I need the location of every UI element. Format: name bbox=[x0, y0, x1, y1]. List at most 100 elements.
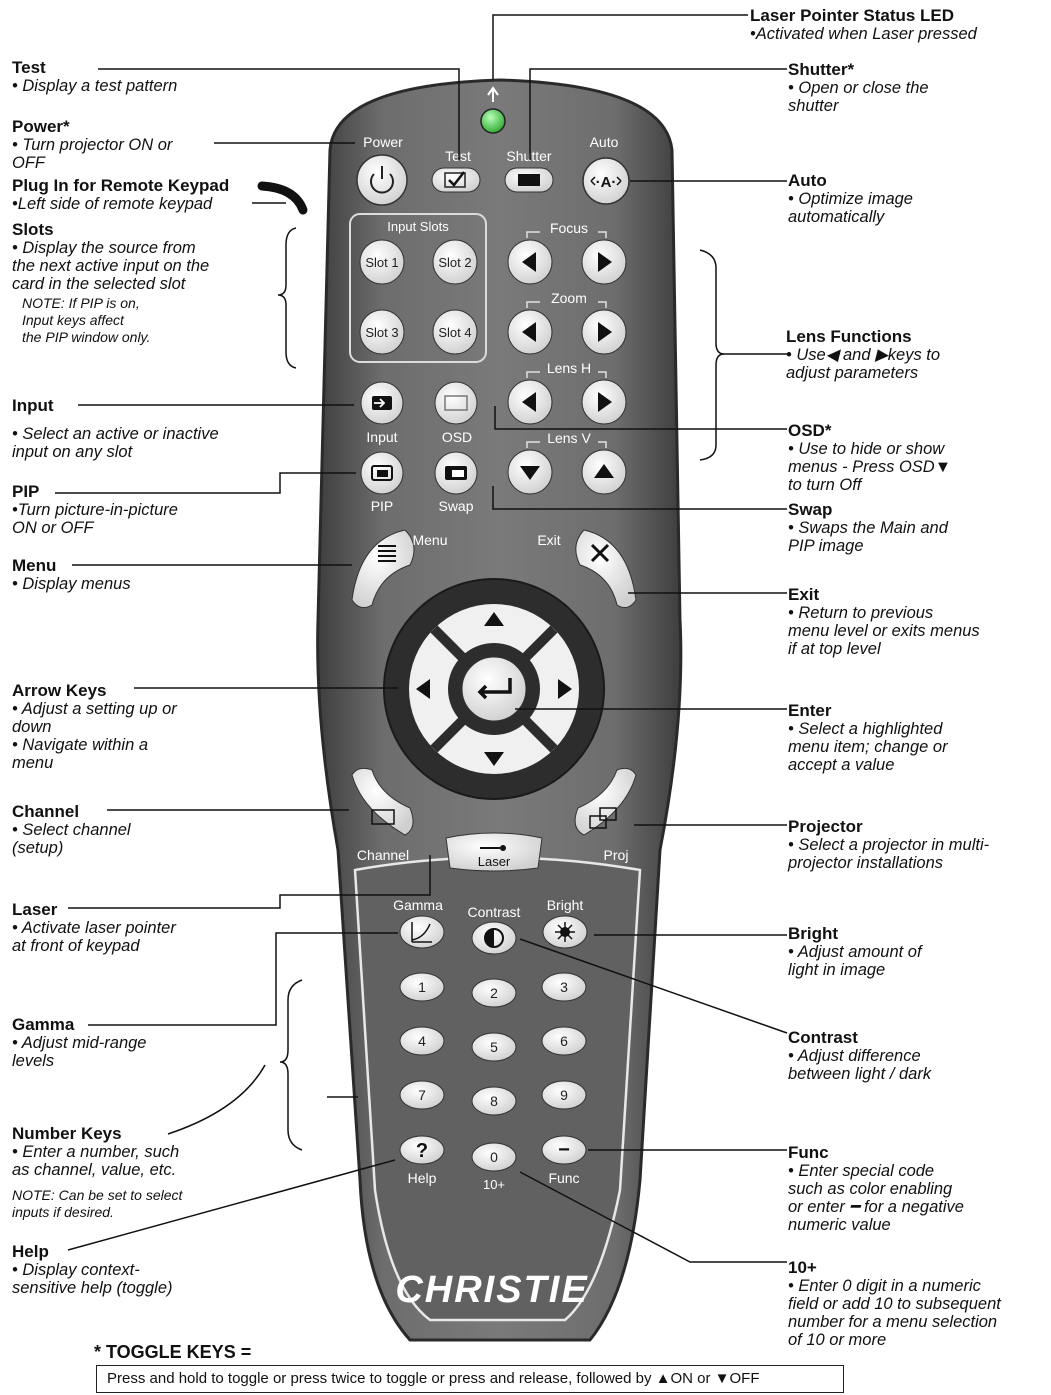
callout-desc: • Enter a number, such as channel, value… bbox=[12, 1143, 180, 1179]
lens-h-right-button[interactable] bbox=[581, 379, 627, 425]
lens-v-down-button[interactable] bbox=[507, 449, 553, 495]
help-button[interactable]: ? bbox=[399, 1135, 445, 1165]
dpad-right-button[interactable] bbox=[558, 679, 572, 699]
callout-power: Power*• Turn projector ON or OFF bbox=[12, 117, 232, 172]
func-key-label: Func bbox=[548, 1170, 579, 1186]
callout-lens-functions: Lens Functions• Use◀ and ▶keys to adjust… bbox=[786, 327, 1046, 382]
callout-title: Number Keys bbox=[12, 1124, 122, 1143]
callout-title: Gamma bbox=[12, 1015, 75, 1034]
osd-button[interactable] bbox=[434, 381, 478, 425]
osd-key-label: OSD bbox=[442, 429, 472, 445]
slot2-button[interactable]: Slot 2 bbox=[432, 239, 478, 285]
channel-button[interactable] bbox=[351, 767, 414, 836]
number-key-1[interactable]: 1 bbox=[399, 972, 445, 1002]
callout-desc: • Display a test pattern bbox=[12, 77, 178, 95]
callout-title: Test bbox=[12, 58, 46, 77]
focus-right-button[interactable] bbox=[581, 239, 627, 285]
slot1-button[interactable]: Slot 1 bbox=[359, 239, 405, 285]
callout-title: Exit bbox=[788, 585, 820, 604]
contrast-button[interactable] bbox=[471, 921, 517, 955]
focus-left-button[interactable] bbox=[507, 239, 553, 285]
callout-desc: • Display the source from the next activ… bbox=[12, 239, 210, 293]
test-button[interactable] bbox=[431, 167, 481, 193]
number-key-4[interactable]: 4 bbox=[399, 1026, 445, 1056]
callout-desc: • Optimize image automatically bbox=[788, 190, 913, 226]
auto-button[interactable]: ·A· bbox=[582, 157, 630, 205]
callout-title: Slots bbox=[12, 220, 54, 239]
dpad-up-button[interactable] bbox=[484, 612, 504, 626]
right-arrow-icon bbox=[598, 252, 612, 272]
pip-button[interactable] bbox=[360, 451, 404, 495]
callout-enter: Enter• Select a highlighted menu item; c… bbox=[788, 701, 1048, 774]
help-icon: ? bbox=[416, 1140, 428, 1162]
number-key-label: 4 bbox=[418, 1033, 426, 1049]
number-key-label: 5 bbox=[490, 1039, 498, 1055]
lens-v-up-button[interactable] bbox=[581, 449, 627, 495]
callout-desc: • Use to hide or show menus - Press OSD▼… bbox=[788, 440, 952, 494]
number-key-6[interactable]: 6 bbox=[541, 1026, 587, 1056]
bright-button[interactable] bbox=[542, 915, 588, 949]
power-button[interactable] bbox=[356, 154, 408, 206]
callout-desc: • Adjust amount of light in image bbox=[788, 943, 922, 979]
left-arrow-icon bbox=[522, 252, 536, 272]
number-key-9[interactable]: 9 bbox=[541, 1080, 587, 1110]
ten-plus-label: 10+ bbox=[483, 1177, 505, 1192]
callout-title: Laser bbox=[12, 900, 58, 919]
slot4-label: Slot 4 bbox=[438, 325, 471, 340]
power-key-label: Power bbox=[363, 134, 403, 150]
callout-swap: Swap• Swaps the Main and PIP image bbox=[788, 500, 1048, 555]
number-key-0[interactable]: 0 bbox=[471, 1142, 517, 1172]
number-key-8[interactable]: 8 bbox=[471, 1086, 517, 1116]
swap-button[interactable] bbox=[434, 451, 478, 495]
callout-title: Auto bbox=[788, 171, 827, 190]
callout-desc: • Use◀ and ▶keys to adjust parameters bbox=[786, 346, 941, 382]
number-key-label: 1 bbox=[418, 979, 426, 995]
number-key-2[interactable]: 2 bbox=[471, 978, 517, 1008]
number-key-label: 9 bbox=[560, 1087, 568, 1103]
slot3-button[interactable]: Slot 3 bbox=[359, 309, 405, 355]
callout-title: Shutter* bbox=[788, 60, 855, 79]
dpad-down-button[interactable] bbox=[484, 752, 504, 766]
callout-title: Plug In for Remote Keypad bbox=[12, 176, 230, 195]
number-key-7[interactable]: 7 bbox=[399, 1080, 445, 1110]
dpad-left-button[interactable] bbox=[416, 679, 430, 699]
input-button[interactable] bbox=[360, 381, 404, 425]
leader-lines bbox=[55, 14, 788, 1263]
callout-ten-plus: 10+• Enter 0 digit in a numeric field or… bbox=[788, 1258, 1050, 1349]
test-key-label: Test bbox=[445, 148, 471, 164]
bright-key-label: Bright bbox=[547, 897, 584, 913]
shutter-button[interactable] bbox=[504, 167, 554, 193]
menu-button[interactable] bbox=[351, 529, 415, 609]
func-button[interactable]: − bbox=[541, 1135, 587, 1165]
zoom-right-button[interactable] bbox=[581, 309, 627, 355]
up-arrow-icon bbox=[594, 464, 614, 478]
number-key-3[interactable]: 3 bbox=[541, 972, 587, 1002]
left-arrow-icon bbox=[522, 322, 536, 342]
number-key-5[interactable]: 5 bbox=[471, 1032, 517, 1062]
exit-button[interactable] bbox=[575, 529, 637, 609]
callout-desc: •Activated when Laser pressed bbox=[750, 25, 977, 43]
input-slots-label: Input Slots bbox=[387, 219, 449, 234]
callout-title: Power* bbox=[12, 117, 70, 136]
callout-desc: •Turn picture-in-picture ON or OFF bbox=[12, 501, 178, 537]
callout-title: Bright bbox=[788, 924, 839, 943]
power-icon bbox=[370, 166, 394, 194]
slot4-button[interactable]: Slot 4 bbox=[432, 309, 478, 355]
pip-icon bbox=[371, 465, 393, 481]
gamma-icon bbox=[411, 922, 432, 943]
gamma-button[interactable] bbox=[399, 915, 445, 949]
callout-osd: OSD*• Use to hide or show menus - Press … bbox=[788, 421, 1048, 494]
lens-h-left-button[interactable] bbox=[507, 379, 553, 425]
callout-desc: • Adjust mid-range levels bbox=[12, 1034, 147, 1070]
callout-channel: Channel• Select channel (setup) bbox=[12, 802, 252, 857]
pip-key-label: PIP bbox=[371, 498, 394, 514]
projector-icon bbox=[589, 815, 607, 829]
enter-button[interactable] bbox=[461, 656, 527, 722]
callout-title: Projector bbox=[788, 817, 863, 836]
lens-h-label: Lens H bbox=[547, 360, 591, 376]
callout-desc: • Activate laser pointer at front of key… bbox=[12, 919, 176, 955]
laser-key-label: Laser bbox=[478, 854, 511, 869]
projector-button[interactable] bbox=[574, 767, 637, 836]
laser-button[interactable]: Laser bbox=[445, 832, 543, 872]
zoom-left-button[interactable] bbox=[507, 309, 553, 355]
